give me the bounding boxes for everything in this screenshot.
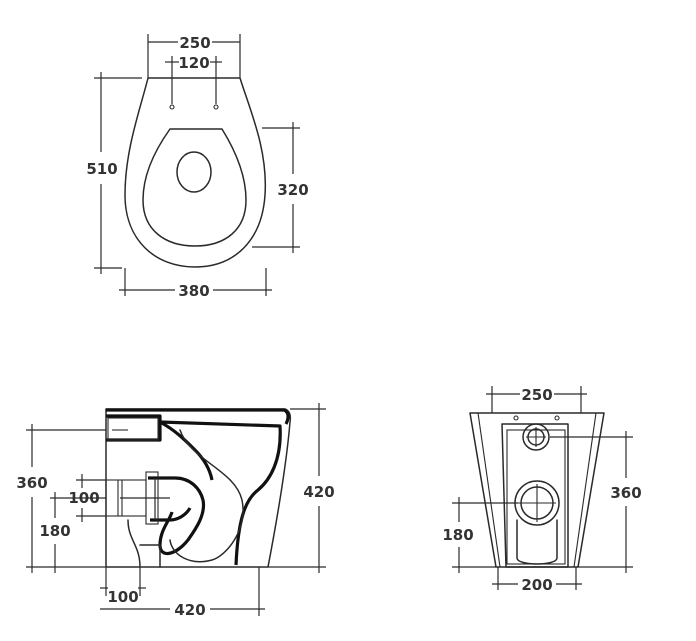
- dim-back-250-label: 250: [521, 386, 552, 404]
- dim-top-120: 120: [165, 54, 222, 104]
- dim-top-250-label: 250: [179, 34, 210, 52]
- dim-side-100-offset-label: 100: [107, 588, 138, 606]
- dim-top-510: 510: [86, 72, 142, 274]
- dim-side-100-offset: 100: [100, 567, 146, 606]
- back-view-inlet-outer: [522, 423, 550, 451]
- dim-top-380: 380: [119, 268, 272, 300]
- dim-back-360: 360: [550, 431, 642, 573]
- dim-back-360-label: 360: [610, 484, 641, 502]
- dim-side-360-label: 360: [16, 474, 47, 492]
- back-view: 250 360 180 200: [442, 386, 642, 594]
- top-view: 250 120 510 320: [86, 34, 309, 300]
- side-view-bowl-interior: [159, 420, 282, 566]
- dim-top-510-label: 510: [86, 160, 117, 178]
- dim-side-360: 360: [16, 424, 106, 573]
- dim-side-420-height: 420: [268, 403, 335, 573]
- dim-top-120-label: 120: [178, 54, 209, 72]
- back-view-inner-panel: [501, 423, 569, 568]
- dim-side-420-length: 420: [100, 567, 265, 619]
- side-view: 360 100 180 420: [16, 403, 335, 619]
- side-view-foot: [127, 519, 161, 568]
- side-view-pan-body: [105, 408, 292, 568]
- dim-top-320-label: 320: [277, 181, 308, 199]
- dim-side-420-length-label: 420: [174, 601, 205, 619]
- dim-back-180-label: 180: [442, 526, 473, 544]
- dim-top-250: 250: [147, 34, 241, 78]
- side-view-cistern-block: [107, 417, 159, 441]
- side-view-trap: [148, 476, 206, 555]
- dim-back-200: 200: [492, 567, 582, 594]
- dim-top-380-label: 380: [178, 282, 209, 300]
- side-view-trap-inner: [169, 429, 244, 563]
- top-view-fixing-hole-left: [169, 104, 175, 110]
- top-view-fixing-hole-right: [213, 104, 219, 110]
- dim-side-420-height-label: 420: [303, 483, 334, 501]
- dim-back-180: 180: [442, 497, 518, 573]
- dim-side-180: 180: [39, 492, 106, 573]
- top-view-pan-outline: [124, 77, 267, 268]
- dim-side-180-label: 180: [39, 522, 70, 540]
- top-view-drain-hole: [176, 151, 212, 193]
- dim-top-320: 320: [252, 122, 309, 253]
- dim-back-250: 250: [486, 386, 587, 413]
- dim-back-200-label: 200: [521, 576, 552, 594]
- back-view-slot: [516, 519, 558, 565]
- top-view-seat-ring: [142, 128, 247, 247]
